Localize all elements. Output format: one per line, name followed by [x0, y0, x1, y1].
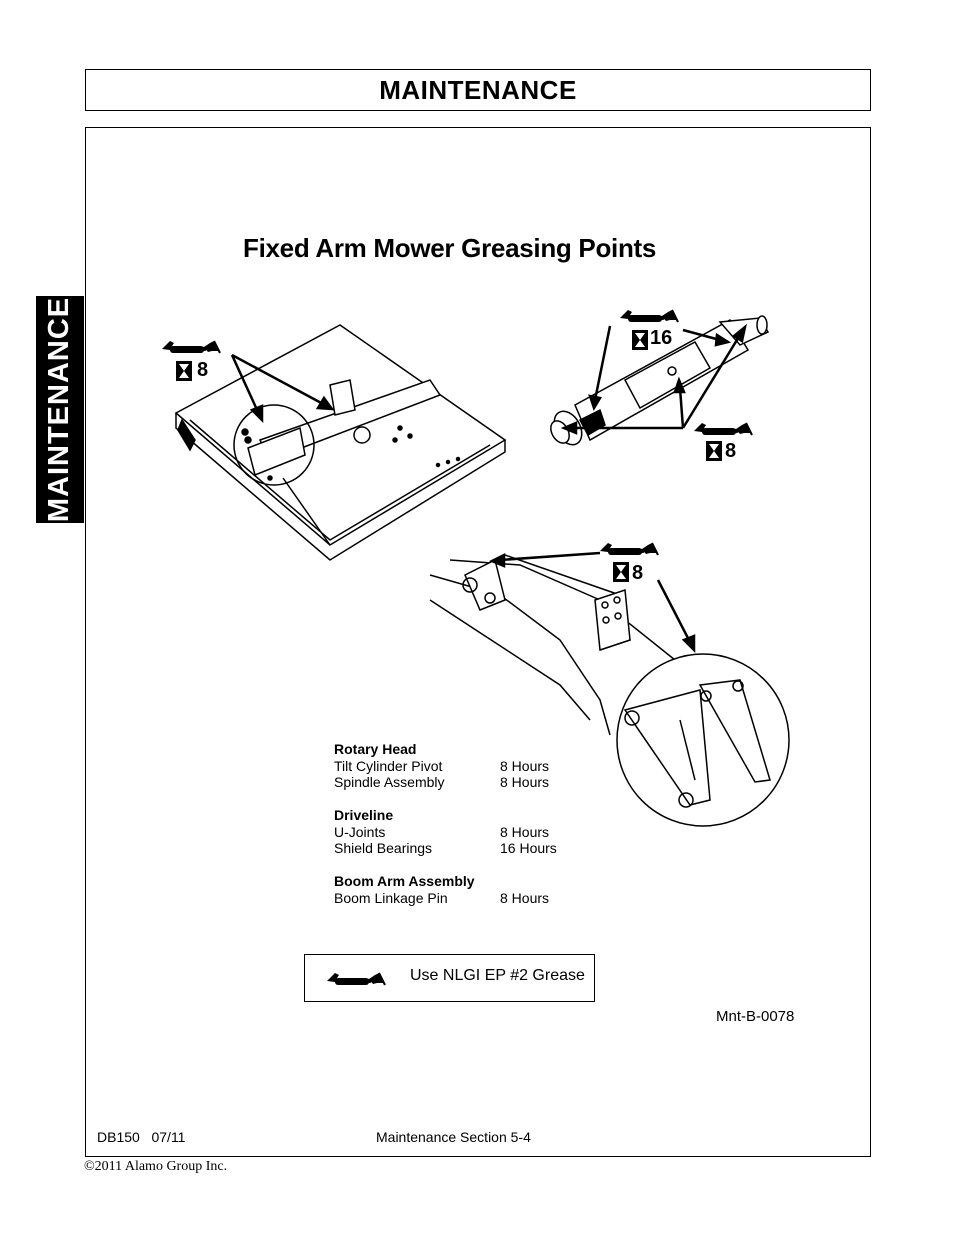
legend-item: Spindle Assembly — [334, 774, 445, 790]
legend-row: Boom Linkage Pin 8 Hours — [334, 890, 557, 907]
grease-gun-icon — [326, 972, 386, 986]
legend-heading: Rotary Head — [334, 741, 417, 757]
footer-model-date: DB150 07/11 — [97, 1129, 186, 1145]
callout-ujoint-hours: 8 — [725, 440, 737, 462]
legend-group-boom-arm: Boom Arm Assembly Boom Linkage Pin 8 Hou… — [334, 873, 557, 906]
boom-arm-drawing — [429, 554, 790, 827]
reference-code: Mnt-B-0078 — [716, 1008, 795, 1025]
legend-item: Tilt Cylinder Pivot — [334, 757, 443, 774]
legend-group-rotary-head: Rotary Head Tilt Cylinder Pivot 8 Hours … — [334, 741, 557, 791]
legend-interval: 16 Hours — [500, 840, 557, 856]
copyright: ©2011 Alamo Group Inc. — [84, 1159, 228, 1174]
legend-group-driveline: Driveline U-Joints 8 Hours Shield Bearin… — [334, 807, 557, 857]
legend-item: Boom Linkage Pin — [334, 889, 448, 906]
legend-item: Shield Bearings — [334, 840, 433, 856]
figure-title: Fixed Arm Mower Greasing Points — [243, 233, 657, 263]
side-tab: MAINTENANCE — [36, 296, 84, 523]
grease-note-text: Use NLGI EP #2 Grease — [410, 967, 585, 984]
legend-heading: Boom Arm Assembly — [334, 873, 475, 889]
legend-interval: 8 Hours — [500, 757, 550, 774]
page-title: MAINTENANCE — [379, 74, 577, 105]
greasing-interval-table: Rotary Head Tilt Cylinder Pivot 8 Hours … — [334, 741, 557, 923]
content-box — [85, 127, 871, 1157]
callout-shield-hours: 16 — [650, 327, 673, 349]
legend-interval: 8 Hours — [500, 889, 550, 906]
mower-deck-drawing — [174, 324, 507, 561]
legend-row: Tilt Cylinder Pivot 8 Hours — [334, 758, 557, 775]
legend-interval: 8 Hours — [500, 774, 550, 790]
legend-heading: Driveline — [334, 807, 394, 823]
legend-row: U-Joints 8 Hours — [334, 824, 557, 841]
legend-row: Spindle Assembly 8 Hours — [334, 774, 557, 791]
legend-interval: 8 Hours — [500, 823, 550, 840]
callout-deck-hours: 8 — [197, 359, 209, 381]
header-box: MAINTENANCE — [85, 69, 871, 111]
footer-section: Maintenance Section 5-4 — [376, 1129, 531, 1145]
grease-note-box: Use NLGI EP #2 Grease — [304, 954, 595, 1002]
legend-row: Shield Bearings 16 Hours — [334, 840, 557, 857]
legend-item: U-Joints — [334, 823, 386, 840]
callout-boom-hours: 8 — [632, 562, 644, 584]
